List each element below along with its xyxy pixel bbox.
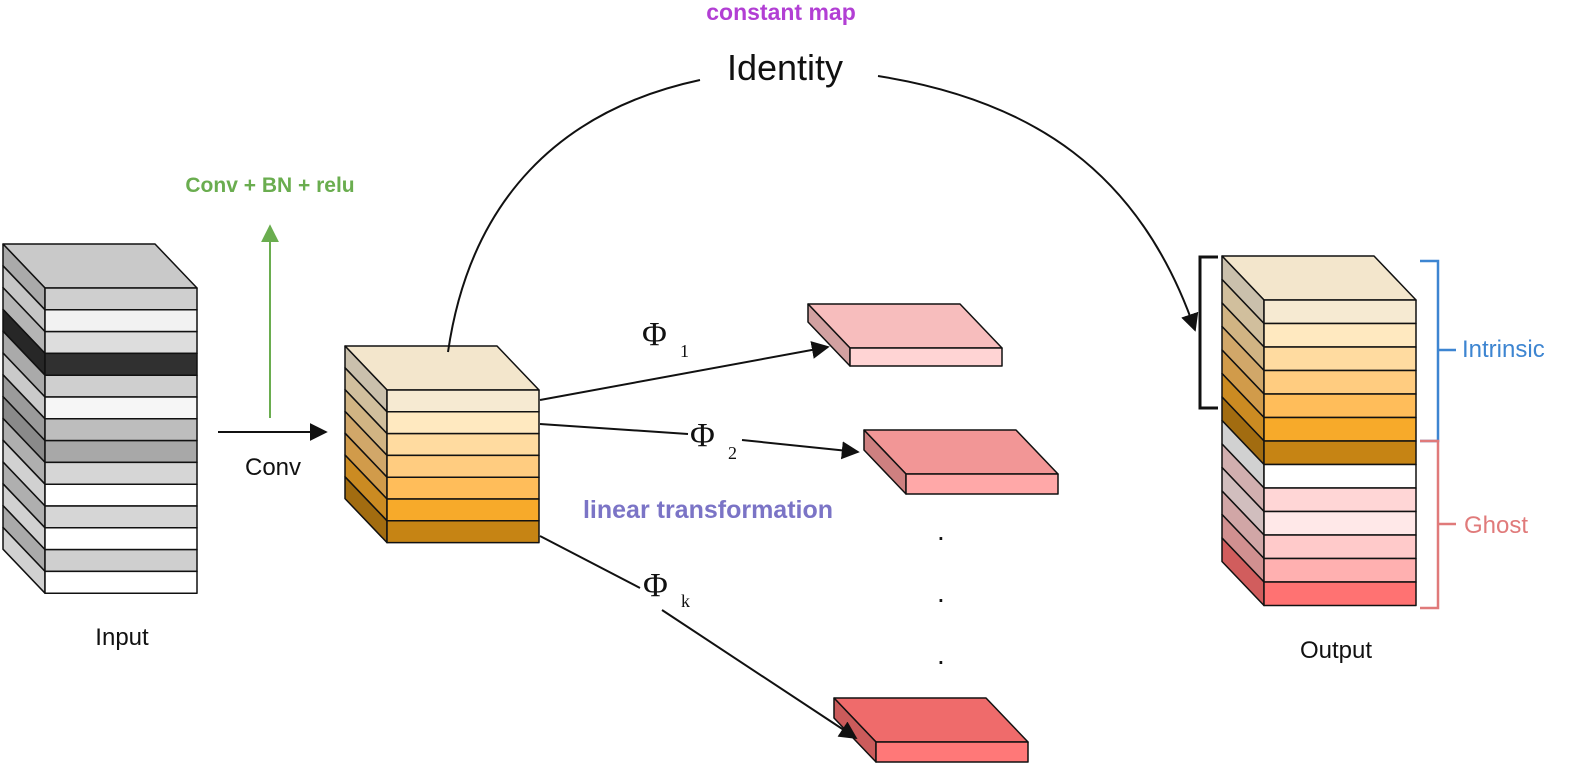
identity-arc-left bbox=[447, 79, 701, 353]
identity-bracket bbox=[1198, 255, 1218, 410]
plate3-front bbox=[875, 741, 1029, 763]
svg-text:Φ: Φ bbox=[642, 316, 667, 353]
input-layer-8 bbox=[44, 439, 198, 464]
ghost-label: Ghost bbox=[1464, 512, 1528, 539]
output-layer-3 bbox=[1263, 346, 1417, 372]
output-layer-6 bbox=[1263, 416, 1417, 442]
input-layer-12 bbox=[44, 527, 198, 551]
intrinsic-feature-stack bbox=[344, 345, 540, 544]
output-layer-2 bbox=[1263, 322, 1417, 348]
phi1-arrow bbox=[539, 341, 830, 401]
intrinsic-layer-2 bbox=[386, 411, 540, 435]
conv-label: Conv bbox=[245, 454, 301, 481]
svg-text:2: 2 bbox=[728, 443, 737, 463]
intrinsic-layer-5 bbox=[386, 476, 540, 500]
input-layer-13 bbox=[44, 548, 198, 573]
input-layer-9 bbox=[44, 461, 198, 485]
phik-label: Φ k bbox=[643, 567, 690, 611]
output-layer-13 bbox=[1263, 581, 1417, 607]
linear-transformation-label: linear transformation bbox=[583, 496, 833, 524]
ghost-plate-k bbox=[833, 697, 1029, 763]
plate1-front bbox=[849, 347, 1003, 367]
output-layer-1 bbox=[1263, 299, 1417, 325]
input-layer-7 bbox=[44, 418, 198, 442]
phi2-label: Φ 2 bbox=[690, 417, 737, 463]
output-layer-4 bbox=[1263, 369, 1417, 395]
input-layer-14 bbox=[44, 570, 198, 594]
output-layer-5 bbox=[1263, 393, 1417, 419]
svg-text:Φ: Φ bbox=[690, 417, 715, 454]
output-layer-7 bbox=[1263, 440, 1417, 466]
phi1-label: Φ 1 bbox=[642, 316, 689, 361]
ellipsis-dot-1: . bbox=[937, 515, 945, 546]
phik-arrow bbox=[539, 535, 856, 738]
intrinsic-label: Intrinsic bbox=[1462, 336, 1545, 363]
plate2-front bbox=[905, 473, 1059, 495]
intrinsic-layer-6 bbox=[386, 498, 540, 522]
ellipsis-dot-3: . bbox=[937, 639, 945, 670]
ellipsis-dot-2: . bbox=[937, 577, 945, 608]
svg-text:k: k bbox=[681, 591, 690, 611]
intrinsic-layer-7 bbox=[386, 520, 540, 544]
identity-label: Identity bbox=[727, 47, 843, 88]
input-feature-stack bbox=[2, 243, 198, 594]
svg-text:1: 1 bbox=[680, 341, 689, 361]
input-layer-6 bbox=[44, 396, 198, 420]
input-layer-10 bbox=[44, 483, 198, 507]
ghost-bracket bbox=[1420, 439, 1456, 610]
conv-bn-relu-label: Conv + BN + relu bbox=[185, 174, 354, 197]
intrinsic-layer-4 bbox=[386, 454, 540, 478]
output-layer-10 bbox=[1263, 510, 1417, 536]
output-layer-11 bbox=[1263, 534, 1417, 560]
output-feature-stack bbox=[1221, 255, 1417, 607]
intrinsic-layer-1 bbox=[386, 389, 540, 413]
svg-text:Φ: Φ bbox=[643, 567, 668, 604]
output-layer-8 bbox=[1263, 463, 1417, 489]
input-layer-1 bbox=[44, 287, 198, 311]
input-label: Input bbox=[95, 624, 149, 651]
input-layer-4 bbox=[44, 352, 198, 376]
output-layer-12 bbox=[1263, 557, 1417, 583]
phi2-arrow bbox=[539, 423, 858, 452]
input-layer-3 bbox=[44, 330, 198, 355]
identity-arc-right bbox=[877, 75, 1199, 332]
ghost-plate-1 bbox=[807, 303, 1003, 367]
intrinsic-layer-3 bbox=[386, 432, 540, 457]
intrinsic-bracket bbox=[1420, 259, 1456, 443]
input-layer-5 bbox=[44, 374, 198, 398]
input-layer-11 bbox=[44, 505, 198, 529]
constant-map-label: constant map bbox=[706, 0, 856, 25]
input-layer-2 bbox=[44, 309, 198, 333]
ghost-plate-2 bbox=[863, 429, 1059, 495]
output-layer-9 bbox=[1263, 487, 1417, 513]
output-label: Output bbox=[1300, 637, 1372, 664]
